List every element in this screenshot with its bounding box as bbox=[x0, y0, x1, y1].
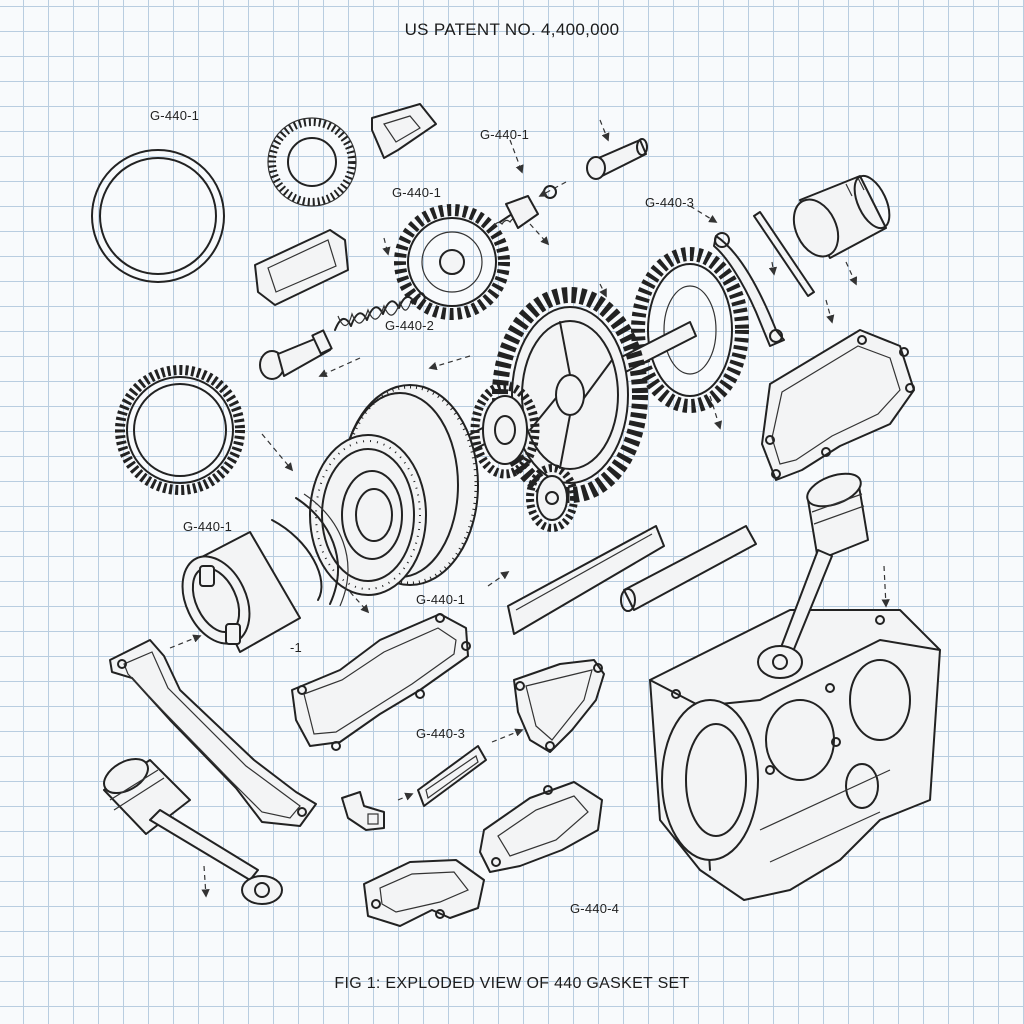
arm-gasket bbox=[109, 639, 317, 827]
part-label: G-440-1 bbox=[392, 185, 442, 200]
dowel-pin bbox=[586, 138, 648, 180]
flat-bar-gasket bbox=[507, 525, 665, 635]
part-label: G-440-3 bbox=[645, 195, 695, 210]
piston-lower-left bbox=[103, 757, 283, 905]
o-ring-large bbox=[91, 149, 225, 283]
bearing-housing bbox=[309, 434, 427, 596]
bracket-block bbox=[371, 103, 437, 159]
threaded-stud bbox=[493, 185, 557, 229]
bolt-left bbox=[259, 329, 333, 380]
part-label: G-440-1 bbox=[150, 108, 200, 123]
part-label: G-440-1 bbox=[183, 519, 233, 534]
manifold-gasket bbox=[479, 781, 603, 873]
part-label: -1 bbox=[290, 640, 302, 655]
gear-idler-2 bbox=[526, 464, 578, 532]
bracket-clip bbox=[341, 791, 385, 831]
piston-rod-right bbox=[757, 472, 869, 679]
cylinder-sleeve bbox=[792, 174, 891, 259]
valve-gasket bbox=[513, 659, 605, 753]
toothed-washer bbox=[267, 117, 357, 207]
toothed-ring-left bbox=[115, 365, 245, 495]
part-label: G-440-3 bbox=[416, 726, 466, 741]
compression-spring bbox=[334, 292, 426, 331]
leader-arrows bbox=[169, 119, 890, 898]
gear-spoked-center bbox=[492, 287, 648, 503]
plate-gasket bbox=[254, 229, 349, 306]
gear-small-top bbox=[394, 204, 510, 320]
part-label: G-440-2 bbox=[385, 318, 435, 333]
engine-block bbox=[649, 609, 941, 901]
part-label: G-440-1 bbox=[480, 127, 530, 142]
figure-caption: FIG 1: EXPLODED VIEW OF 440 GASKET SET bbox=[334, 975, 690, 992]
part-label: G-440-4 bbox=[570, 901, 620, 916]
cover-gasket-large bbox=[291, 613, 471, 751]
part-label: G-440-1 bbox=[416, 592, 466, 607]
oil-pan-gasket bbox=[363, 859, 485, 927]
snap-ring-pair bbox=[271, 493, 349, 607]
frame-gasket-small bbox=[417, 745, 487, 807]
gear-large-right bbox=[631, 247, 749, 413]
head-gasket-right bbox=[761, 329, 915, 481]
patent-number-title: US PATENT NO. 4,400,000 bbox=[404, 20, 620, 39]
bushing-sleeve bbox=[181, 531, 301, 653]
rocker-arm bbox=[713, 211, 815, 347]
round-rod bbox=[620, 525, 757, 612]
gear-idler-1 bbox=[470, 381, 540, 479]
